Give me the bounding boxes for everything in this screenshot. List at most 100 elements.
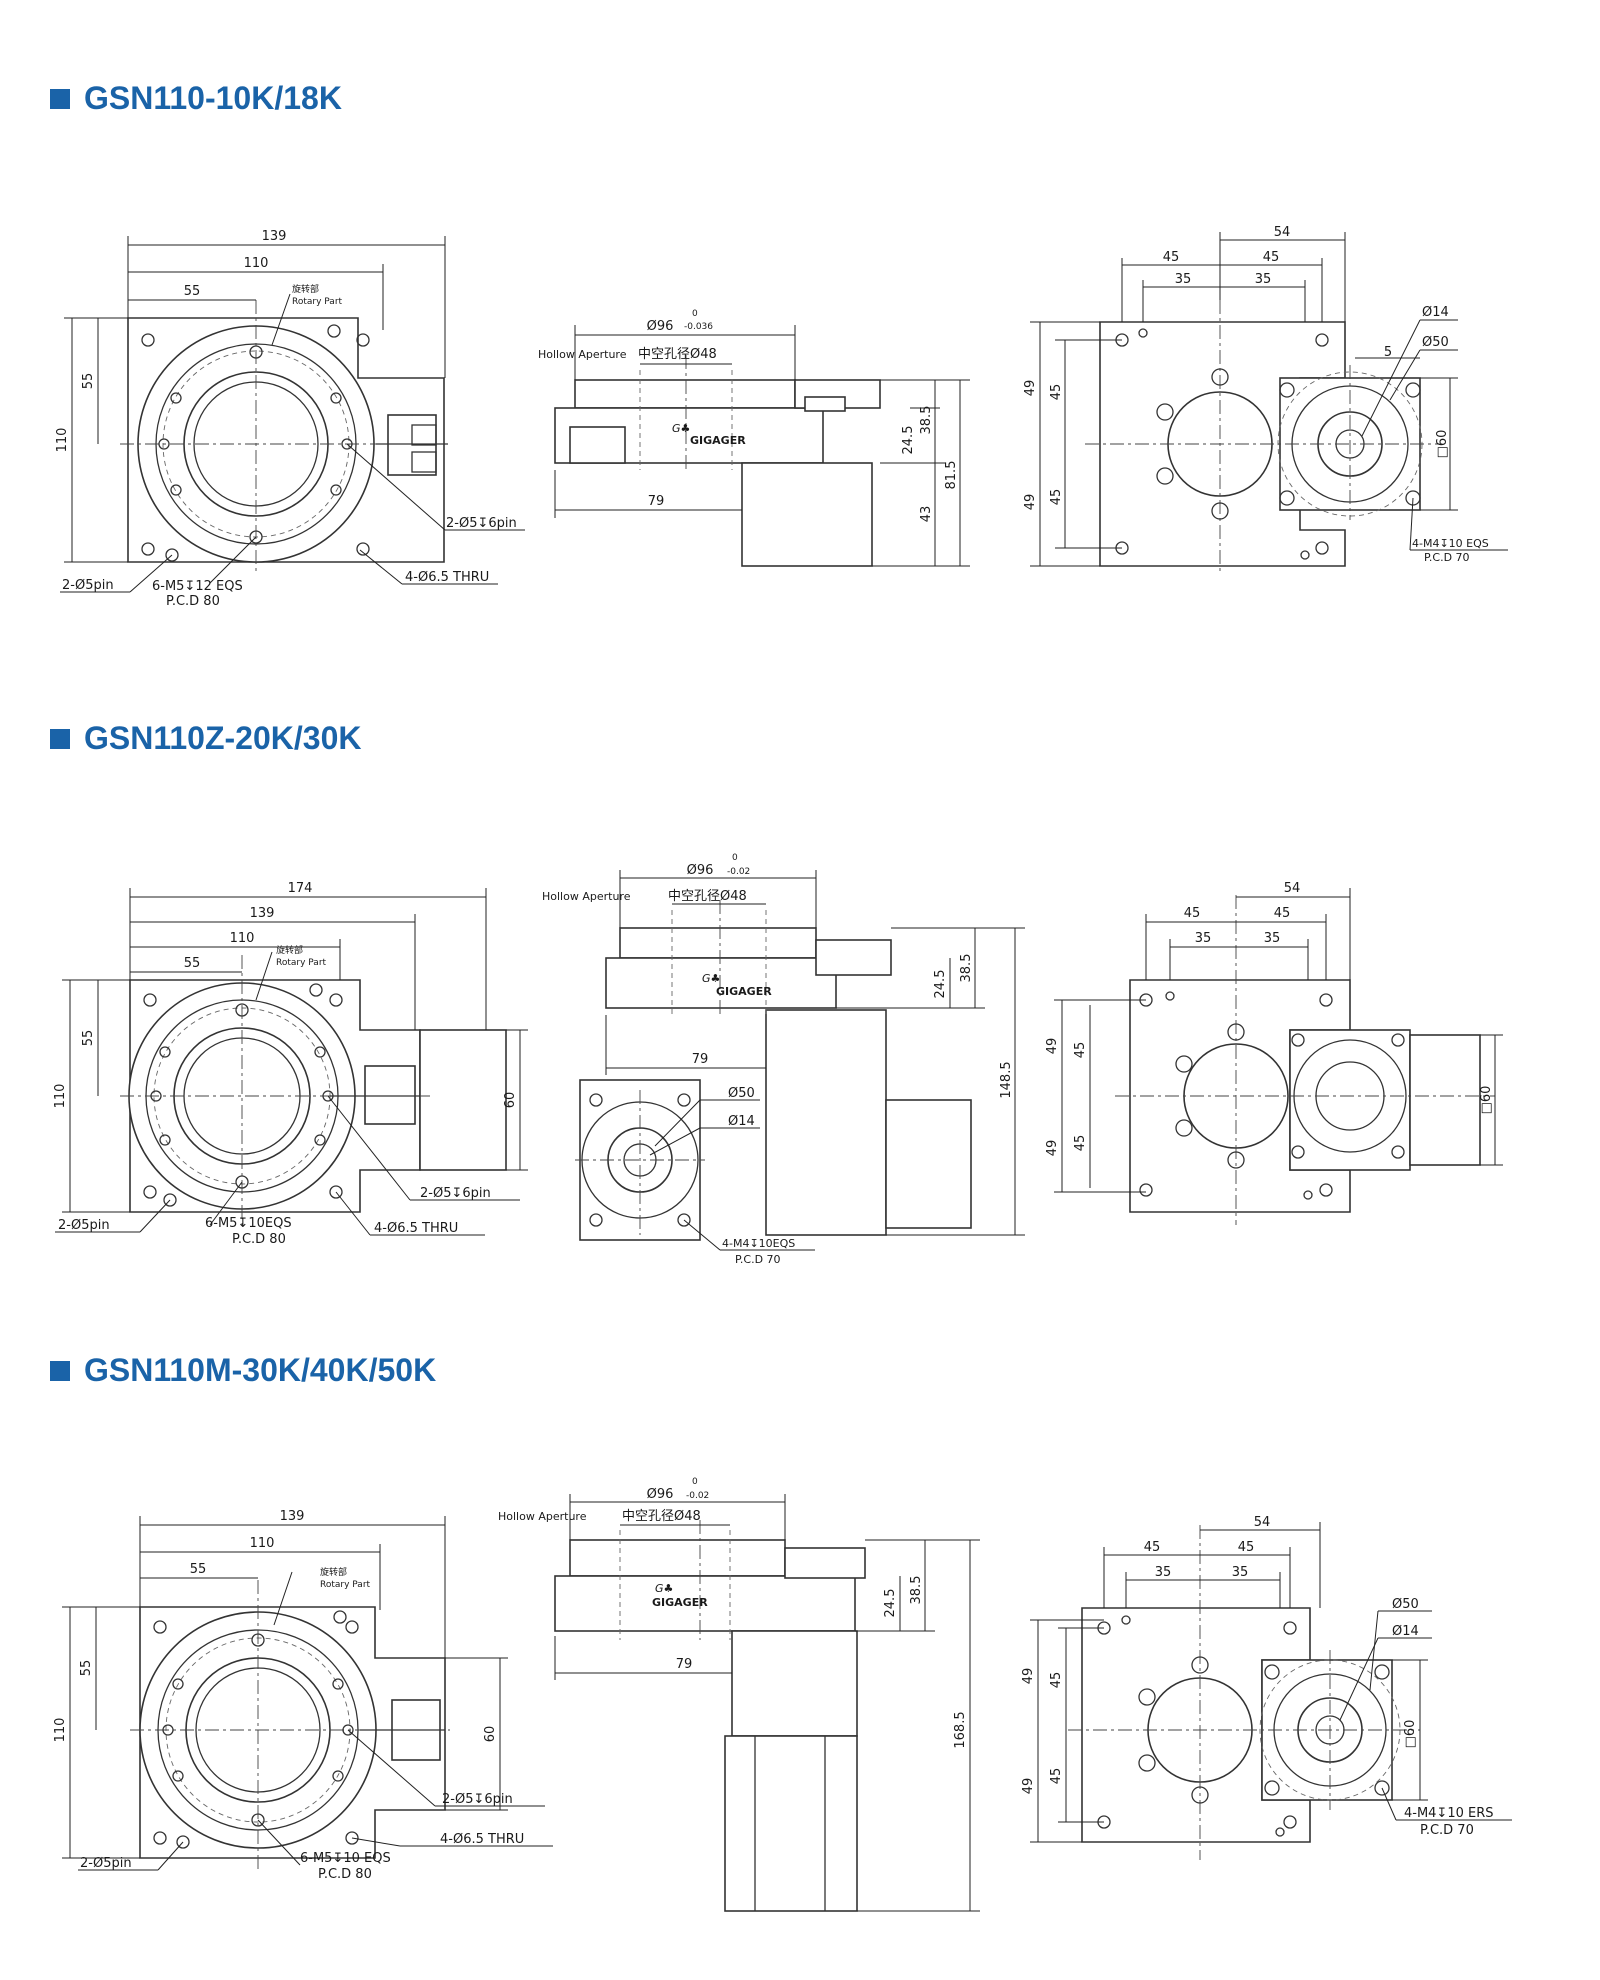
section-title-3: GSN110M-30K/40K/50K (50, 1352, 436, 1389)
top-view-1: 139 110 55 旋转部 Rotary Part 55 110 2-Ø5↧6… (55, 229, 525, 609)
rotary-part-en: Rotary Part (276, 958, 327, 968)
side-view-2: GIGAGER G♣ Ø96 0 -0.02 Hollow Aperture 中… (542, 853, 1025, 1266)
side-view-3: GIGAGER G♣ Ø96 0 -0.02 Hollow Aperture 中… (498, 1477, 980, 1912)
tol-lower: -0.036 (684, 322, 713, 332)
dim-d50: Ø50 (728, 1086, 755, 1101)
brand-logo-icon: G♣ (702, 972, 720, 985)
dim-d14: Ø14 (728, 1114, 755, 1129)
rotary-part-cn: 旋转部 (276, 944, 303, 956)
dim-45-left: 45 (1184, 906, 1201, 921)
dim-79: 79 (648, 494, 665, 509)
label-pin: 2-Ø5pin (62, 578, 114, 593)
section-title-text: GSN110M-30K/40K/50K (84, 1352, 437, 1388)
dim-81-5: 81.5 (944, 461, 959, 490)
label-thru: 4-Ø6.5 THRU (440, 1832, 524, 1847)
dim-35-right: 35 (1255, 272, 1272, 287)
dim-d14: Ø14 (1422, 305, 1449, 320)
dim-45-bottom: 45 (1049, 1768, 1064, 1785)
dim-45-top: 45 (1049, 1672, 1064, 1689)
brand-label: GIGAGER (690, 434, 746, 447)
tol-lower: -0.02 (727, 867, 750, 877)
dim-49-top: 49 (1021, 1668, 1036, 1685)
tol-lower: -0.02 (686, 1491, 709, 1501)
back-view-2: 54 45 45 35 35 49 45 49 45 □60 (1045, 881, 1503, 1225)
dim-43: 43 (919, 506, 934, 523)
brand-logo-icon: G♣ (655, 1582, 673, 1595)
label-tap: 6-M5↧12 EQS (152, 579, 243, 594)
dim-35-left: 35 (1195, 931, 1212, 946)
dim-110-v: 110 (53, 1718, 68, 1743)
side-view-1: GIGAGER G♣ Ø96 0 -0.036 Hollow Aperture … (538, 309, 970, 567)
dim-174: 174 (288, 881, 313, 896)
dim-110-v: 110 (53, 1084, 68, 1109)
top-view-3: 139 110 55 旋转部 Rotary Part 55 110 60 2-Ø… (53, 1509, 553, 1882)
dim-d14: Ø14 (1392, 1624, 1419, 1639)
label-pcd: P.C.D 80 (166, 594, 220, 609)
dim-45-left: 45 (1144, 1540, 1161, 1555)
back-view-1: 54 45 45 35 35 5 Ø14 Ø50 49 45 49 45 □60… (1023, 225, 1508, 575)
dim-d96: Ø96 (687, 863, 714, 878)
dim-79: 79 (676, 1657, 693, 1672)
dim-49-bottom: 49 (1023, 494, 1038, 511)
dim-49-top: 49 (1045, 1038, 1060, 1055)
dim-24-5: 24.5 (933, 970, 948, 999)
dim-79: 79 (692, 1052, 709, 1067)
section-title-text: GSN110Z-20K/30K (84, 720, 362, 756)
hollow-cn-label: 中空孔径Ø48 (638, 347, 717, 362)
hollow-cn-label: 中空孔径Ø48 (622, 1509, 701, 1524)
dim-55-v: 55 (81, 373, 96, 390)
dim-55: 55 (190, 1562, 207, 1577)
dim-d96: Ø96 (647, 1487, 674, 1502)
title-square-icon (50, 1360, 70, 1381)
dim-139: 139 (280, 1509, 305, 1524)
dim-54: 54 (1284, 881, 1301, 896)
dim-148-5: 148.5 (999, 1061, 1014, 1098)
label-pcd: P.C.D 80 (318, 1867, 372, 1882)
label-tap: 4-M4↧10 EQS (1412, 537, 1489, 550)
dim-sq60: □60 (1435, 430, 1450, 459)
label-pin: 2-Ø5pin (58, 1218, 110, 1233)
dim-d50: Ø50 (1422, 335, 1449, 350)
section-title-2: GSN110Z-20K/30K (50, 720, 361, 757)
hollow-label: Hollow Aperture (538, 348, 627, 361)
rotary-part-en: Rotary Part (320, 1580, 371, 1590)
dim-35-left: 35 (1175, 272, 1192, 287)
dim-35-right: 35 (1264, 931, 1281, 946)
dim-49-bottom: 49 (1021, 1778, 1036, 1795)
dim-54: 54 (1254, 1515, 1271, 1530)
dim-168-5: 168.5 (953, 1711, 968, 1748)
dim-24-5: 24.5 (901, 426, 916, 455)
hollow-label: Hollow Aperture (498, 1510, 587, 1523)
label-pin-hole: 2-Ø5↧6pin (442, 1792, 513, 1807)
dim-139: 139 (250, 906, 275, 921)
dim-45-right: 45 (1263, 250, 1280, 265)
dim-55-v: 55 (81, 1030, 96, 1047)
dim-45-top: 45 (1073, 1042, 1088, 1059)
hollow-cn-label: 中空孔径Ø48 (668, 889, 747, 904)
dim-110: 110 (250, 1536, 275, 1551)
hollow-label: Hollow Aperture (542, 890, 631, 903)
label-tap: 6-M5↧10EQS (205, 1216, 292, 1231)
tol-upper: 0 (692, 309, 698, 319)
title-square-icon (50, 728, 70, 749)
label-pcd: P.C.D 70 (1420, 1823, 1474, 1838)
section-title-text: GSN110-10K/18K (84, 80, 342, 116)
tol-upper: 0 (692, 1477, 698, 1487)
label-thru: 4-Ø6.5 THRU (374, 1221, 458, 1236)
dim-110-v: 110 (55, 428, 70, 453)
label-pin-hole: 2-Ø5↧6pin (420, 1186, 491, 1201)
dim-38-5: 38.5 (959, 954, 974, 983)
dim-24-5: 24.5 (883, 1589, 898, 1618)
dim-38-5: 38.5 (909, 1576, 924, 1605)
section-title-1: GSN110-10K/18K (50, 80, 342, 117)
rotary-part-cn: 旋转部 (292, 283, 319, 295)
label-pcd: P.C.D 80 (232, 1232, 286, 1247)
dim-60: 60 (483, 1726, 498, 1743)
dim-sq60: □60 (1479, 1086, 1494, 1115)
dim-45-right: 45 (1274, 906, 1291, 921)
brand-label: GIGAGER (716, 985, 772, 998)
label-thru: 4-Ø6.5 THRU (405, 570, 489, 585)
brand-label: GIGAGER (652, 1596, 708, 1609)
dim-38-5: 38.5 (919, 406, 934, 435)
